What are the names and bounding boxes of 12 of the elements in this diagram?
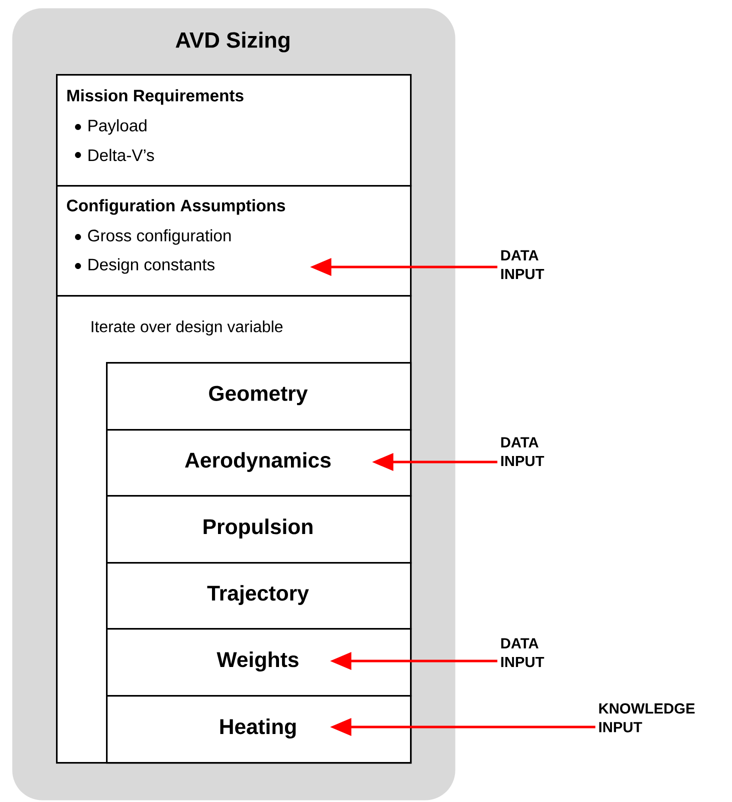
module-box: Geometry [106,362,412,431]
requirements-box: Mission Requirements Payload Delta-V’s [56,74,412,187]
input-label: DATA INPUT [501,250,544,280]
module-box: Trajectory [106,562,412,630]
input-label: DATA INPUT [501,638,544,668]
module-box: Propulsion [106,495,412,564]
assumptions-box: Configuration Assumptions Gross configuration Design constants [56,185,412,297]
input-label: KNOWLEDGE INPUT [599,703,695,732]
module-box: Weights [106,628,412,697]
input-label: DATA INPUT [501,437,544,466]
module-box: Aerodynamics [106,429,412,497]
module-box: Heating [106,695,412,764]
